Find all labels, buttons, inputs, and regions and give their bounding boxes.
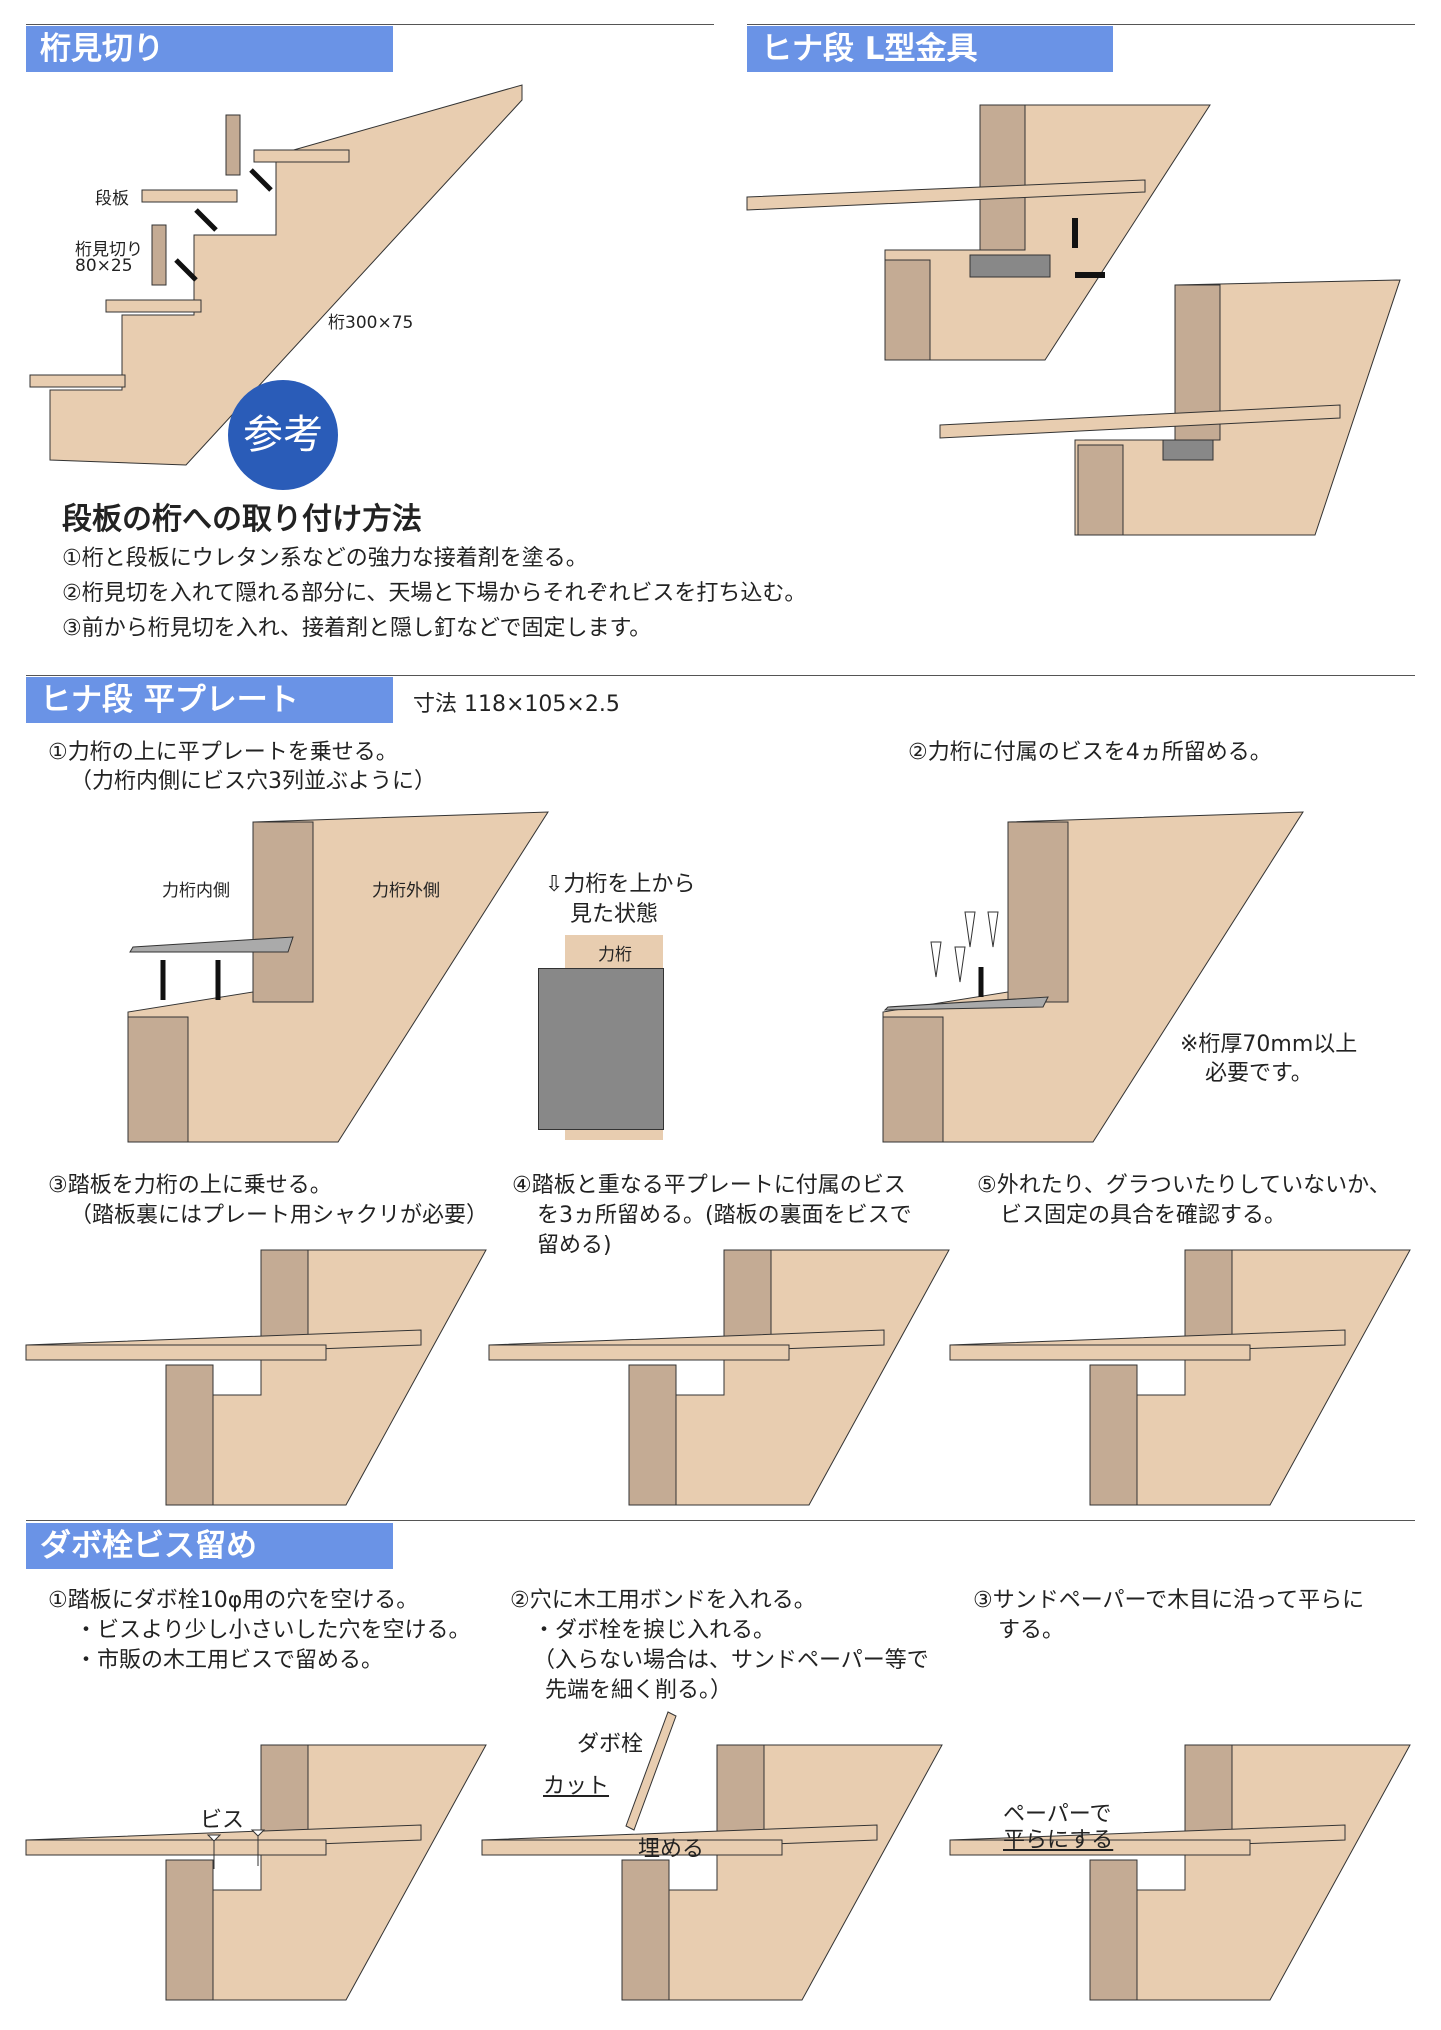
step-text: ③踏板を力桁の上に乗せる。: [48, 1173, 332, 1198]
section-header-l-bracket: ヒナ段 L型金具: [747, 26, 1113, 72]
stair-trim-illustration: [29, 84, 523, 466]
label-bury: 埋める: [638, 1837, 705, 1862]
label-trim-size: 80×25: [75, 256, 133, 276]
label-inner: 力桁内側: [162, 881, 230, 901]
dowel-step2-illustration: [481, 1744, 943, 2001]
label-screw: ビス: [200, 1808, 245, 1833]
step-text: （踏板裏にはプレート用シャクリが必要）: [70, 1203, 489, 1228]
note-text: ※桁厚70mm以上: [1180, 1032, 1358, 1057]
step-text: ・ビスより少し小さいした穴を空ける。: [75, 1618, 471, 1643]
dowel-step3-illustration: [949, 1744, 1411, 2001]
arrow-icon: [160, 960, 221, 1000]
plate-step4-illustration: [488, 1249, 950, 1506]
method-step: ③前から桁見切を入れ、接着剤と隠し釘などで固定します。: [62, 616, 652, 641]
dowel-step1-illustration: [25, 1744, 487, 2001]
method-title: 段板の桁への取り付け方法: [62, 502, 422, 537]
topview-label: ⇩力桁を上から: [545, 872, 696, 897]
section-header-trim: 桁見切り: [26, 26, 393, 72]
label-cut: カット: [543, 1774, 610, 1799]
step-text: ・市販の木工用ビスで留める。: [75, 1648, 384, 1673]
plate-step2-illustration: [882, 811, 1304, 1143]
screw-icon: [930, 911, 999, 983]
label-beam: 力桁: [598, 945, 632, 965]
section-header-flat-plate: ヒナ段 平プレート: [26, 677, 393, 723]
step-text: ⑤外れたり、グラついたりしていないか、: [977, 1173, 1391, 1198]
step-text: 先端を細く削る。）: [545, 1678, 733, 1703]
dowel-icon: [625, 1711, 677, 1831]
step-text: を3ヵ所留める。(踏板の裏面をビスで: [537, 1203, 912, 1228]
section-header-dowel: ダボ栓ビス留め: [26, 1523, 393, 1569]
label-dowel: ダボ栓: [577, 1732, 644, 1757]
method-step: ①桁と段板にウレタン系などの強力な接着剤を塗る。: [62, 546, 588, 571]
plate-step3-illustration: [25, 1249, 487, 1506]
plate-step5-illustration: [949, 1249, 1411, 1506]
label-stringer: 桁300×75: [328, 313, 414, 333]
method-step: ②桁見切を入れて隠れる部分に、天場と下場からそれぞれビスを打ち込む。: [62, 581, 807, 606]
reference-badge: 参考: [228, 380, 338, 490]
step-text: （力桁内側にビス穴3列並ぶように）: [70, 769, 436, 794]
plate-topview: [538, 968, 664, 1130]
label-trim: 桁見切り: [75, 240, 143, 260]
step-text: （入らない場合は、サンドペーパー等で: [533, 1648, 929, 1673]
label-sand: 平らにする: [1003, 1828, 1114, 1853]
divider: [26, 1520, 1415, 1521]
label-outer: 力桁外側: [372, 881, 440, 901]
plate-dimensions: 寸法 118×105×2.5: [413, 692, 620, 717]
step-text: ・ダボ栓を捩じ入れる。: [533, 1618, 776, 1643]
note-text: 必要です。: [1205, 1061, 1313, 1086]
step-text: ①力桁の上に平プレートを乗せる。: [48, 740, 398, 765]
step-text: ①踏板にダボ栓10φ用の穴を空ける。: [48, 1588, 419, 1613]
l-bracket-illustration: [746, 104, 1401, 536]
step-text: ビス固定の具合を確認する。: [1000, 1203, 1287, 1228]
step-text: する。: [998, 1618, 1065, 1643]
divider: [26, 24, 714, 25]
step-text: ④踏板と重なる平プレートに付属のビス: [512, 1173, 906, 1198]
arrow-icon: [1072, 218, 1105, 278]
step-text: ②力桁に付属のビスを4ヵ所留める。: [908, 740, 1272, 765]
step-text: ②穴に木工用ボンドを入れる。: [510, 1588, 816, 1613]
label-tread: 段板: [95, 189, 129, 209]
arrow-icon: [174, 168, 273, 282]
divider: [26, 675, 1415, 676]
label-sand: ペーパーで: [1003, 1802, 1112, 1827]
topview-label: 見た状態: [570, 902, 659, 927]
step-text: 留める): [537, 1233, 612, 1258]
step-text: ③サンドペーパーで木目に沿って平らに: [973, 1588, 1365, 1613]
divider: [747, 24, 1415, 25]
screw-icon: [206, 1829, 266, 1869]
plate-step1-illustration: [127, 811, 549, 1143]
